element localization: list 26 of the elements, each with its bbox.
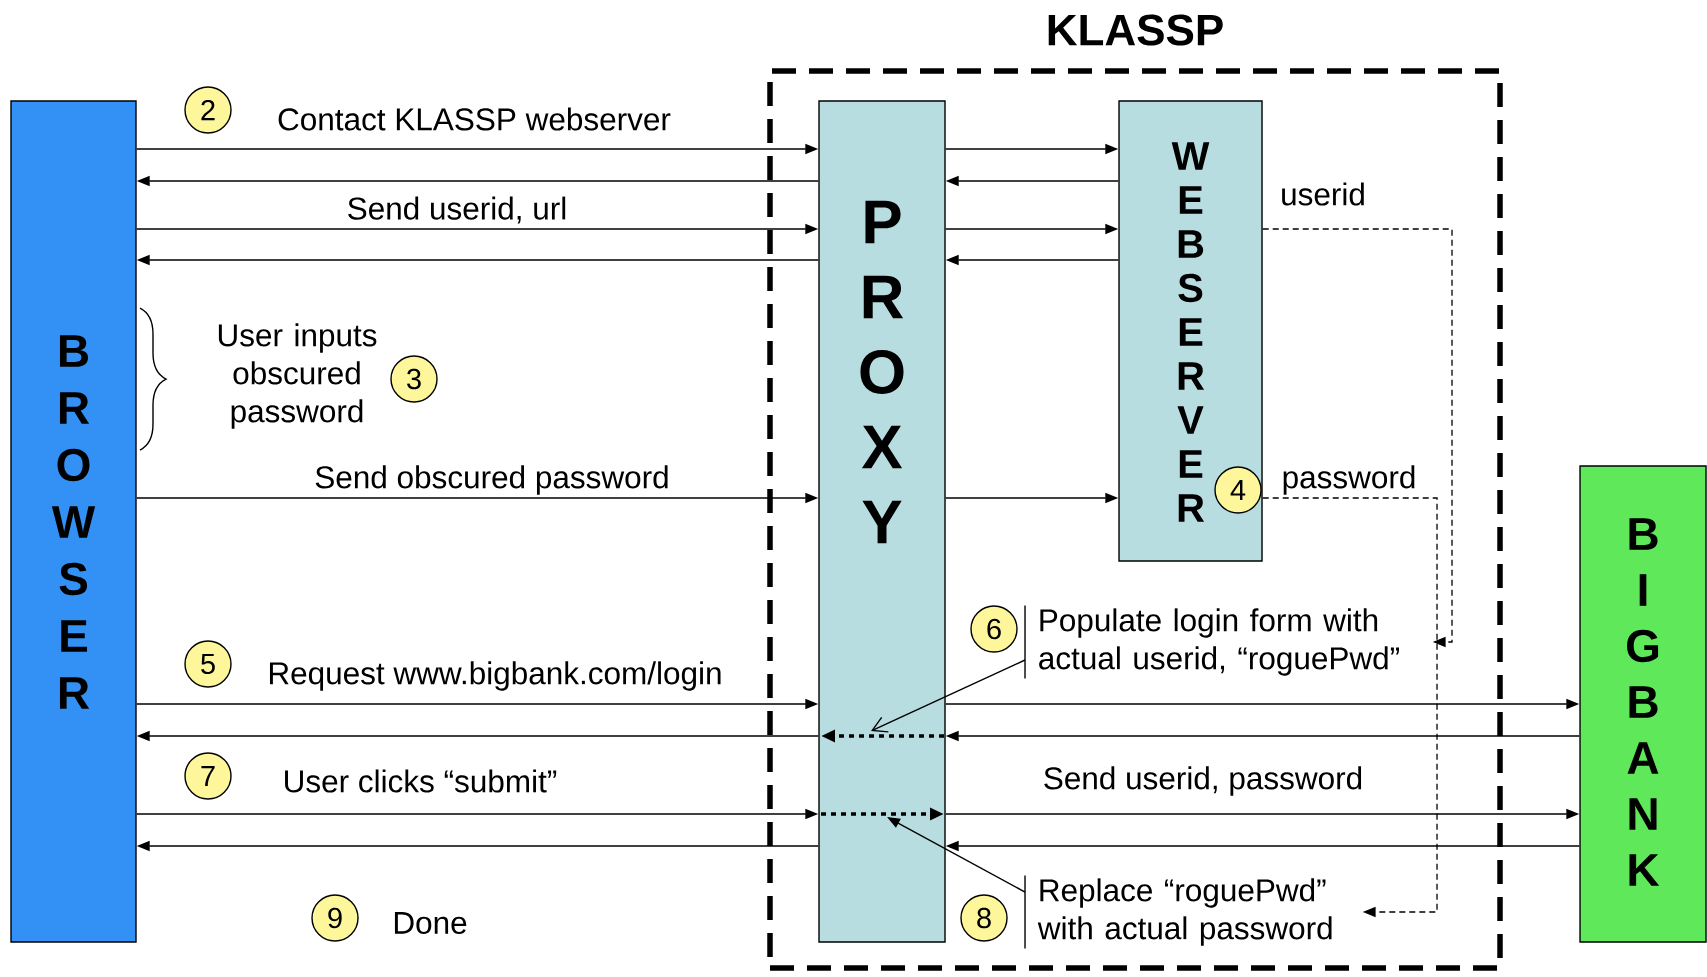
- edge-label: Request www.bigbank.com/login: [266, 660, 724, 692]
- dashed-arrow: [1262, 497, 1438, 918]
- annotation: Replace “roguePwd” with actual password: [1024, 874, 1332, 950]
- proxy-box: PROXY: [818, 100, 946, 943]
- annotation: Populate login form with actual userid, “roguePwd”: [1024, 604, 1399, 680]
- bank-box: BIGBANK: [1579, 465, 1707, 943]
- step-label: Done: [394, 912, 467, 934]
- brace-label: User inputs obscured password: [218, 323, 377, 429]
- step-number: 5: [184, 640, 232, 688]
- edge-label: Send userid, url: [345, 195, 569, 225]
- edge-label: Contact KLASSP webserver: [276, 106, 672, 132]
- step-number: 6: [970, 605, 1018, 653]
- step-number: 7: [184, 752, 232, 800]
- edge-label: Send obscured password: [313, 464, 671, 496]
- step-number: 9: [311, 894, 359, 942]
- browser-box: BROWSER: [10, 100, 137, 943]
- step-number: 4: [1214, 466, 1262, 514]
- step-number: 3: [390, 355, 438, 403]
- node-label: KLASSP: [1048, 14, 1223, 46]
- dashed-arrow: [1262, 228, 1453, 648]
- edge-label: userid: [1279, 181, 1367, 207]
- edge-label: User clicks “submit”: [281, 768, 559, 794]
- edge-label: Send userid, password: [1041, 765, 1365, 797]
- step-number: 8: [960, 894, 1008, 942]
- step-number: 2: [184, 86, 232, 134]
- edge-label: password: [1280, 464, 1418, 496]
